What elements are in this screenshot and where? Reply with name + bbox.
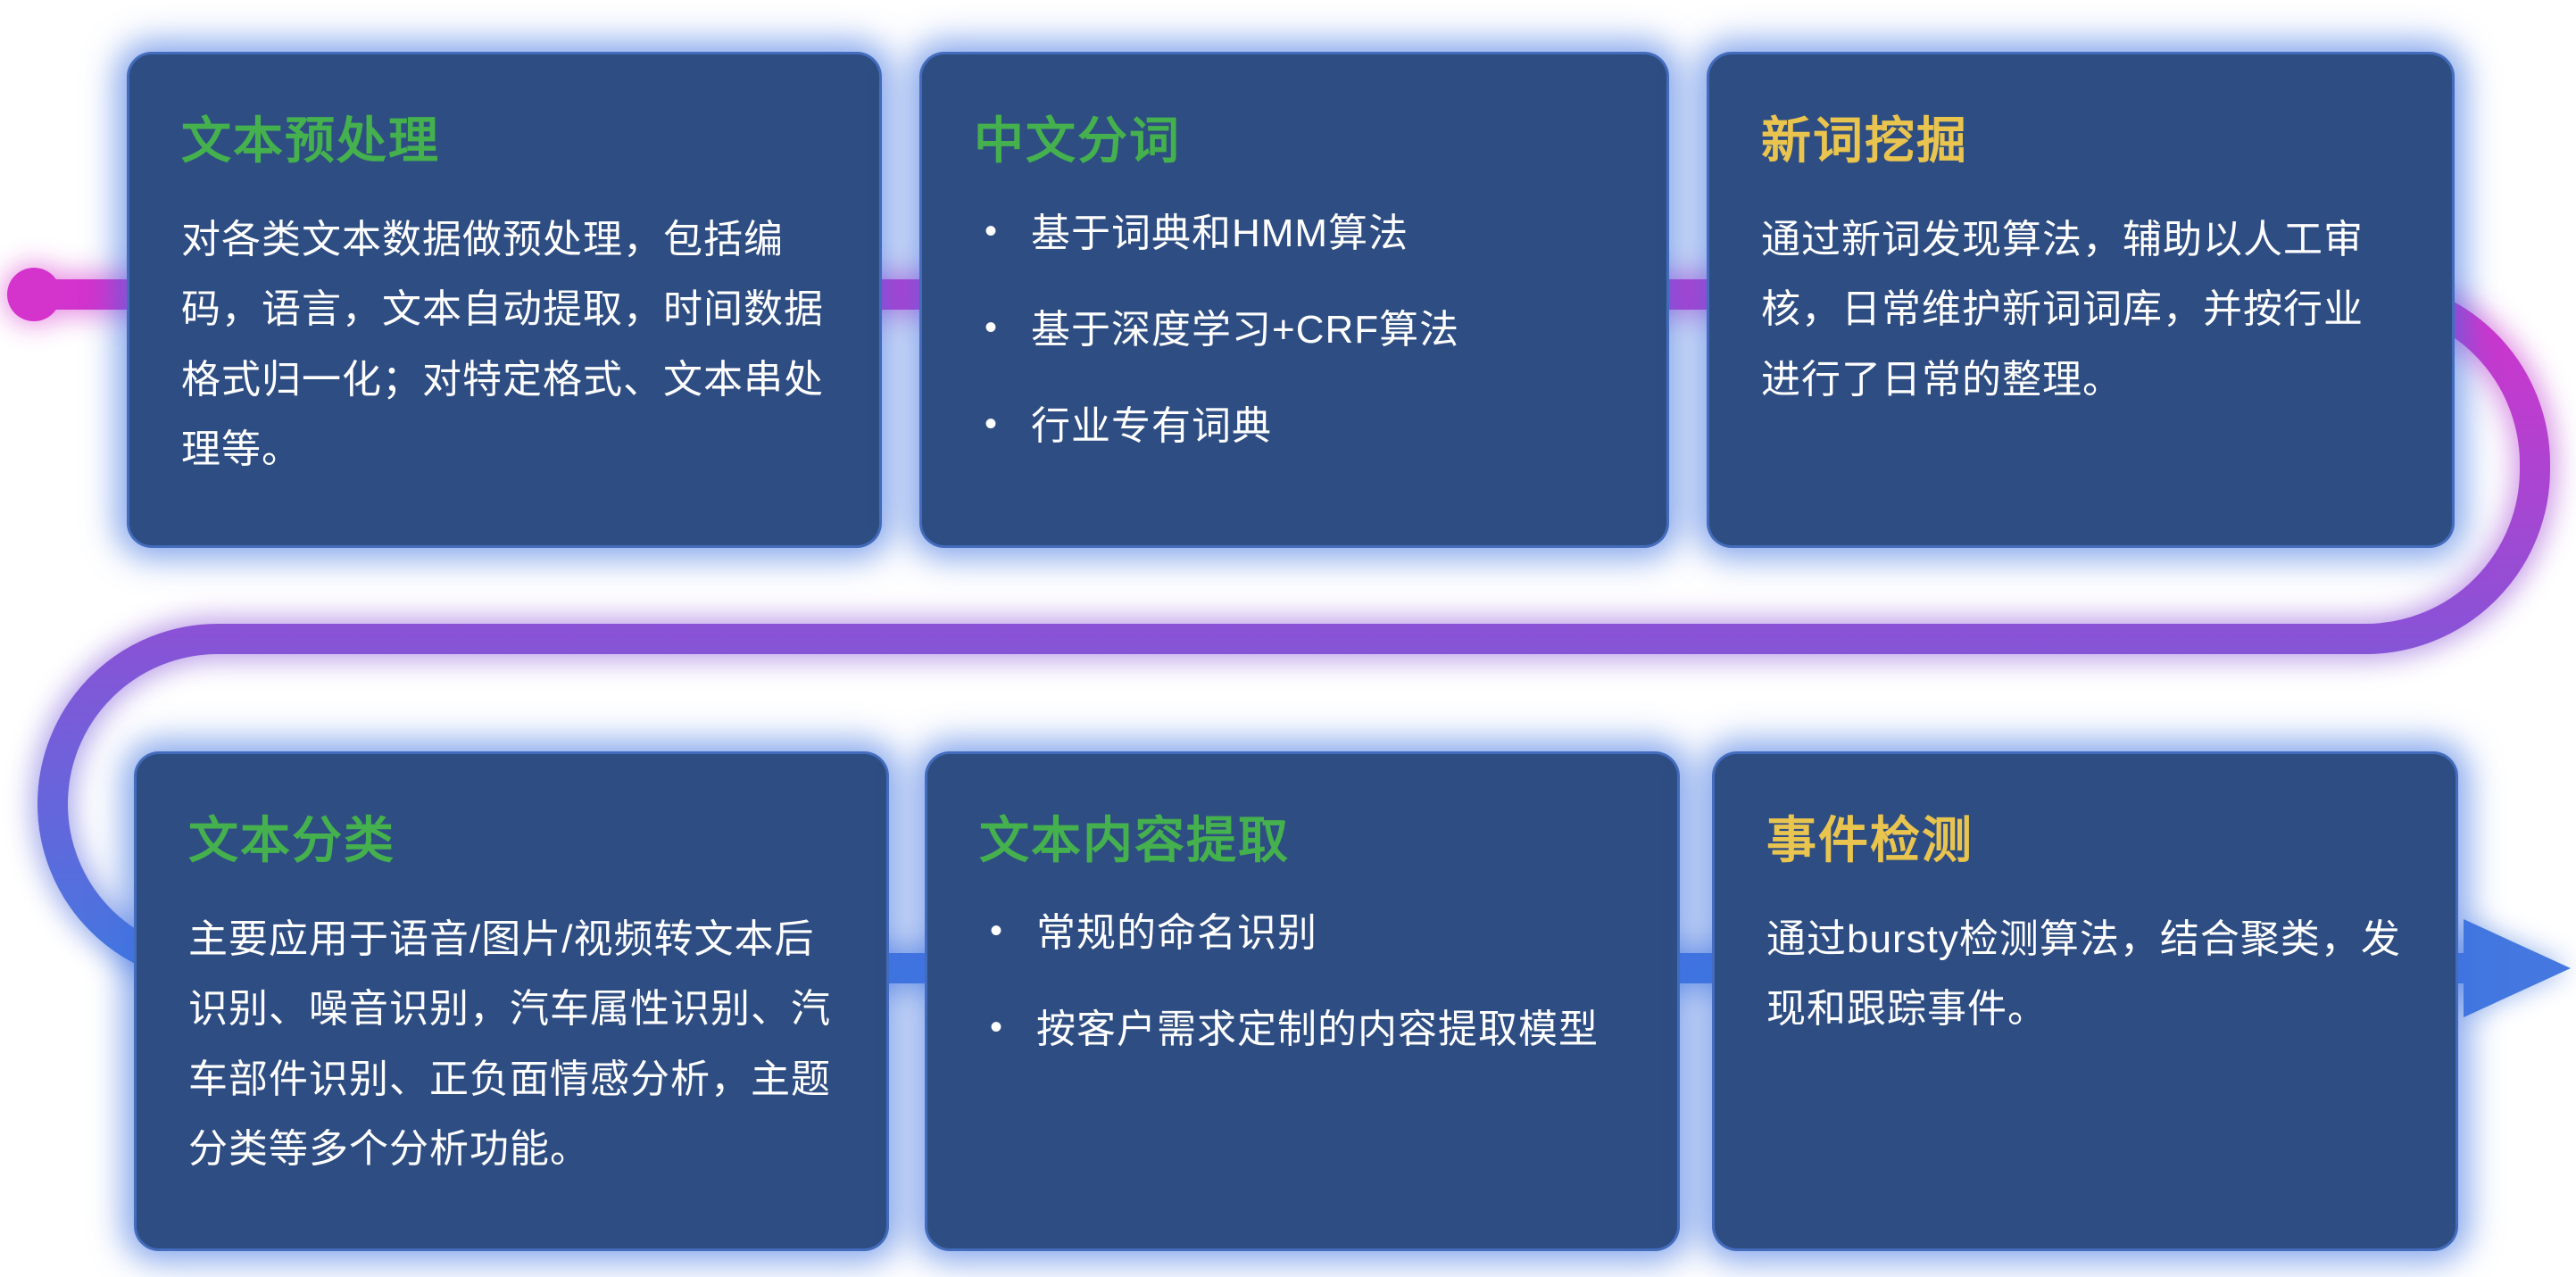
bullet-item: 行业专有词典 <box>974 398 1615 455</box>
card-chinese-word-segmentation: 中文分词 基于词典和HMM算法 基于深度学习+CRF算法 行业专有词典 <box>919 52 1669 548</box>
flow-start-dot-icon <box>7 268 61 321</box>
card-title: 事件检测 <box>1766 812 1974 868</box>
bullet-item: 常规的命名识别 <box>979 905 1625 962</box>
card-body: 通过新词发现算法，辅助以人工审核，日常维护新词词库，并按行业进行了日常的整理。 <box>1761 218 2364 402</box>
card-title: 文本内容提取 <box>979 812 1290 868</box>
card-text-classification: 文本分类 主要应用于语音/图片/视频转文本后识别、噪音识别，汽车属性识别、汽车部… <box>134 751 889 1251</box>
card-bullet-list: 基于词典和HMM算法 基于深度学习+CRF算法 行业专有词典 <box>974 205 1615 454</box>
bullet-item: 基于词典和HMM算法 <box>974 205 1615 262</box>
card-title: 文本预处理 <box>181 112 440 169</box>
card-body: 主要应用于语音/图片/视频转文本后识别、噪音识别，汽车属性识别、汽车部件识别、正… <box>188 917 831 1171</box>
card-body: 对各类文本数据做预处理，包括编码，语言，文本自动提取，时间数据格式归一化；对特定… <box>181 218 824 471</box>
flow-path <box>31 279 2550 983</box>
arrow-right-icon <box>2464 919 2571 1017</box>
card-body: 通过bursty检测算法，结合聚类，发现和跟踪事件。 <box>1766 917 2401 1032</box>
card-title: 中文分词 <box>974 112 1181 169</box>
card-new-word-mining: 新词挖掘 通过新词发现算法，辅助以人工审核，日常维护新词词库，并按行业进行了日常… <box>1707 52 2455 548</box>
card-text-preprocessing: 文本预处理 对各类文本数据做预处理，包括编码，语言，文本自动提取，时间数据格式归… <box>127 52 882 548</box>
card-bullet-list: 常规的命名识别 按客户需求定制的内容提取模型 <box>979 905 1625 1058</box>
card-text-content-extraction: 文本内容提取 常规的命名识别 按客户需求定制的内容提取模型 <box>925 751 1680 1251</box>
bullet-item: 基于深度学习+CRF算法 <box>974 302 1615 359</box>
card-title: 新词挖掘 <box>1761 112 1968 169</box>
bullet-item: 按客户需求定制的内容提取模型 <box>979 1001 1625 1058</box>
card-event-detection: 事件检测 通过bursty检测算法，结合聚类，发现和跟踪事件。 <box>1712 751 2458 1251</box>
card-title: 文本分类 <box>188 812 395 868</box>
